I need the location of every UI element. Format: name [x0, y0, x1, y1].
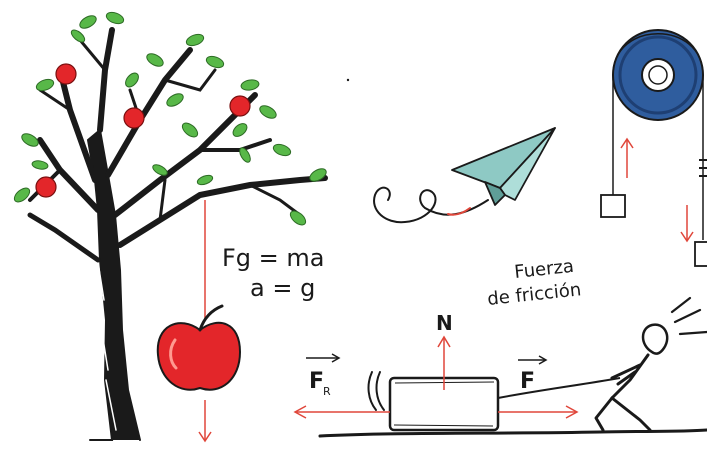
- plane-trail-accent: [447, 207, 471, 216]
- friction-label-line2: de fricción: [486, 279, 582, 310]
- tree-branch: [163, 68, 217, 92]
- plane-trail: [373, 186, 489, 224]
- tree-branch: [38, 88, 72, 112]
- friction-force-subscript: R: [323, 385, 331, 398]
- tree-branch: [105, 47, 193, 178]
- apple-tree-icon: [27, 27, 328, 441]
- leaf-icon: [35, 78, 55, 92]
- stick-person-icon: [594, 296, 707, 432]
- tree-trunk: [86, 128, 141, 441]
- leaf-icon: [166, 93, 184, 107]
- pulley-rim: [618, 35, 698, 115]
- falling-apple-icon: [156, 200, 242, 443]
- person-leg-back: [610, 396, 652, 432]
- spring-icon: [699, 159, 707, 177]
- person-arms: [610, 363, 642, 386]
- leaf-icon: [152, 164, 168, 176]
- apple-icon: [229, 95, 251, 117]
- pulley-left-weight: [600, 194, 626, 218]
- pulley-right-weight: [694, 241, 707, 267]
- equation-gravity: a = g: [250, 274, 315, 302]
- pull-rope: [497, 377, 621, 399]
- person-leg-front: [594, 396, 614, 432]
- leaf-icon: [272, 143, 292, 157]
- leaf-icon: [31, 160, 49, 170]
- ink-dot: [346, 78, 350, 82]
- tree-branch: [27, 212, 101, 263]
- pulley-down-arrow-head: [680, 231, 694, 243]
- friction-force-label: F: [309, 369, 324, 394]
- tree-branch: [158, 178, 167, 222]
- tree-branch: [57, 67, 98, 183]
- pulley-icon: [600, 29, 707, 267]
- person-head: [641, 323, 669, 355]
- leaf-icon: [185, 33, 205, 47]
- leaf-icon: [181, 122, 199, 138]
- normal-force-arrow-head: [437, 335, 451, 348]
- tree-branch: [117, 175, 328, 248]
- leaf-icon: [232, 123, 248, 137]
- person-body: [610, 353, 650, 400]
- tree-branch: [248, 183, 302, 217]
- friction-force-arrow-head: [293, 405, 307, 419]
- leaf-icon: [105, 11, 125, 25]
- effort-lines: [670, 296, 707, 336]
- leaf-icon: [205, 55, 225, 69]
- pulley-up-arrow-head: [620, 137, 634, 149]
- pulley-rope-top: [612, 33, 704, 240]
- applied-vector-bar-head: [538, 355, 548, 365]
- ground-line: [318, 428, 707, 438]
- tree-branch: [97, 27, 115, 133]
- leaf-icon: [146, 53, 164, 67]
- applied-force-arrow-head: [565, 405, 579, 419]
- apple-icon: [55, 63, 77, 85]
- tree-branch: [78, 38, 107, 72]
- motion-lines: [367, 371, 385, 411]
- leaf-icon: [259, 105, 277, 119]
- leaf-icon: [309, 168, 327, 182]
- leaf-icon: [196, 174, 214, 186]
- leaf-icon: [240, 79, 260, 91]
- equation-newton: Fg = ma: [222, 244, 325, 272]
- apple-icon: [123, 107, 145, 129]
- paper-plane-icon: [451, 127, 556, 206]
- apple-icon: [35, 176, 57, 198]
- friction-label-line1: Fuerza: [513, 256, 575, 283]
- normal-force-label: N: [436, 311, 453, 335]
- apple-body: [156, 321, 242, 391]
- gravity-arrow-head: [198, 431, 212, 443]
- leaf-icon: [239, 147, 251, 163]
- leaf-icon: [125, 72, 139, 88]
- pulley-hub-inner: [648, 65, 668, 85]
- leaf-icon: [289, 210, 307, 226]
- leaf-icon: [13, 187, 31, 203]
- leaf-icon: [79, 15, 97, 29]
- apple-stem: [198, 304, 224, 332]
- plane-left-wing: [451, 127, 556, 189]
- tree-leaves: [13, 11, 327, 226]
- applied-force-label: F: [520, 369, 535, 394]
- apple-highlight: [169, 338, 178, 370]
- pulley-hub: [641, 58, 675, 92]
- leaf-icon: [21, 133, 39, 147]
- leaf-icon: [70, 29, 86, 43]
- tree-apples: [35, 63, 251, 198]
- plane-keel: [484, 181, 506, 206]
- friction-vector-bar-head: [331, 353, 341, 363]
